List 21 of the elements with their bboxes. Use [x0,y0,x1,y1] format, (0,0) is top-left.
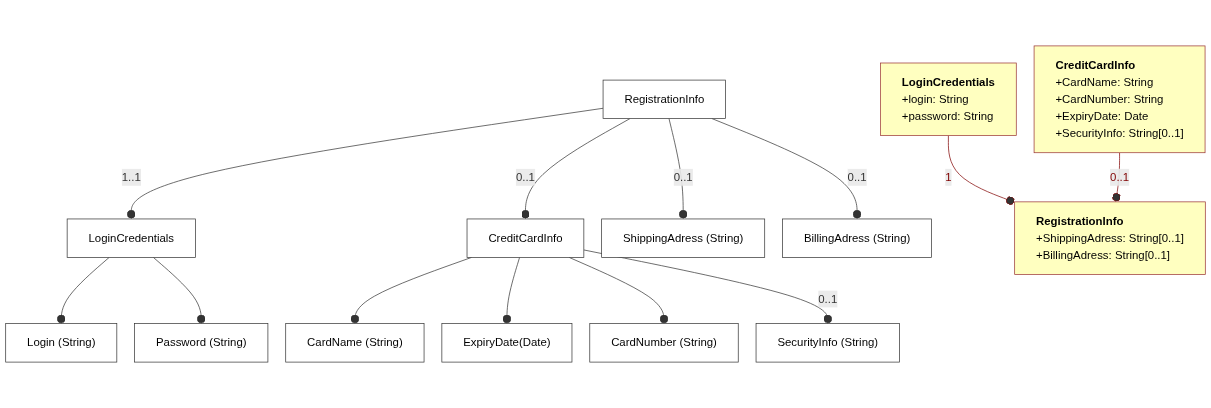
edge-label: 0..1 [1110,170,1130,183]
node-box: RegistrationInfo +ShippingAdress: String[0..1] +BillingAdress: String[0..1] [1014,201,1206,275]
node-box: SecurityInfo (String) [755,323,900,363]
node-box: Password (String) [134,323,269,363]
node-box: CreditCardInfo +CardName: String +CardNumber: String +ExpiryDate: Date +SecurityInfo: String[0..1] [1033,45,1206,154]
node-box: RegistrationInfo [602,79,726,119]
node-box: CardName (String) [285,323,425,363]
node-box: LoginCredentials +login: String +password: String [880,62,1017,136]
edge-label: 1..1 [121,170,141,183]
edge-label: 0..1 [847,170,867,183]
node-box: ExpiryDate(Date) [441,323,573,363]
node-box: CreditCardInfo [466,218,585,258]
edge-label: 0..1 [673,170,693,183]
edge-label: 0..1 [515,170,535,183]
node-box: LoginCredentials [66,218,196,258]
node-box: CardNumber (String) [589,323,739,363]
node-box: Login (String) [5,323,118,363]
edge-label: 0..1 [818,292,838,305]
edge-label: 1 [945,170,952,183]
node-box: ShippingAdress (String) [601,218,766,258]
node-box: BillingAdress (String) [782,218,932,258]
